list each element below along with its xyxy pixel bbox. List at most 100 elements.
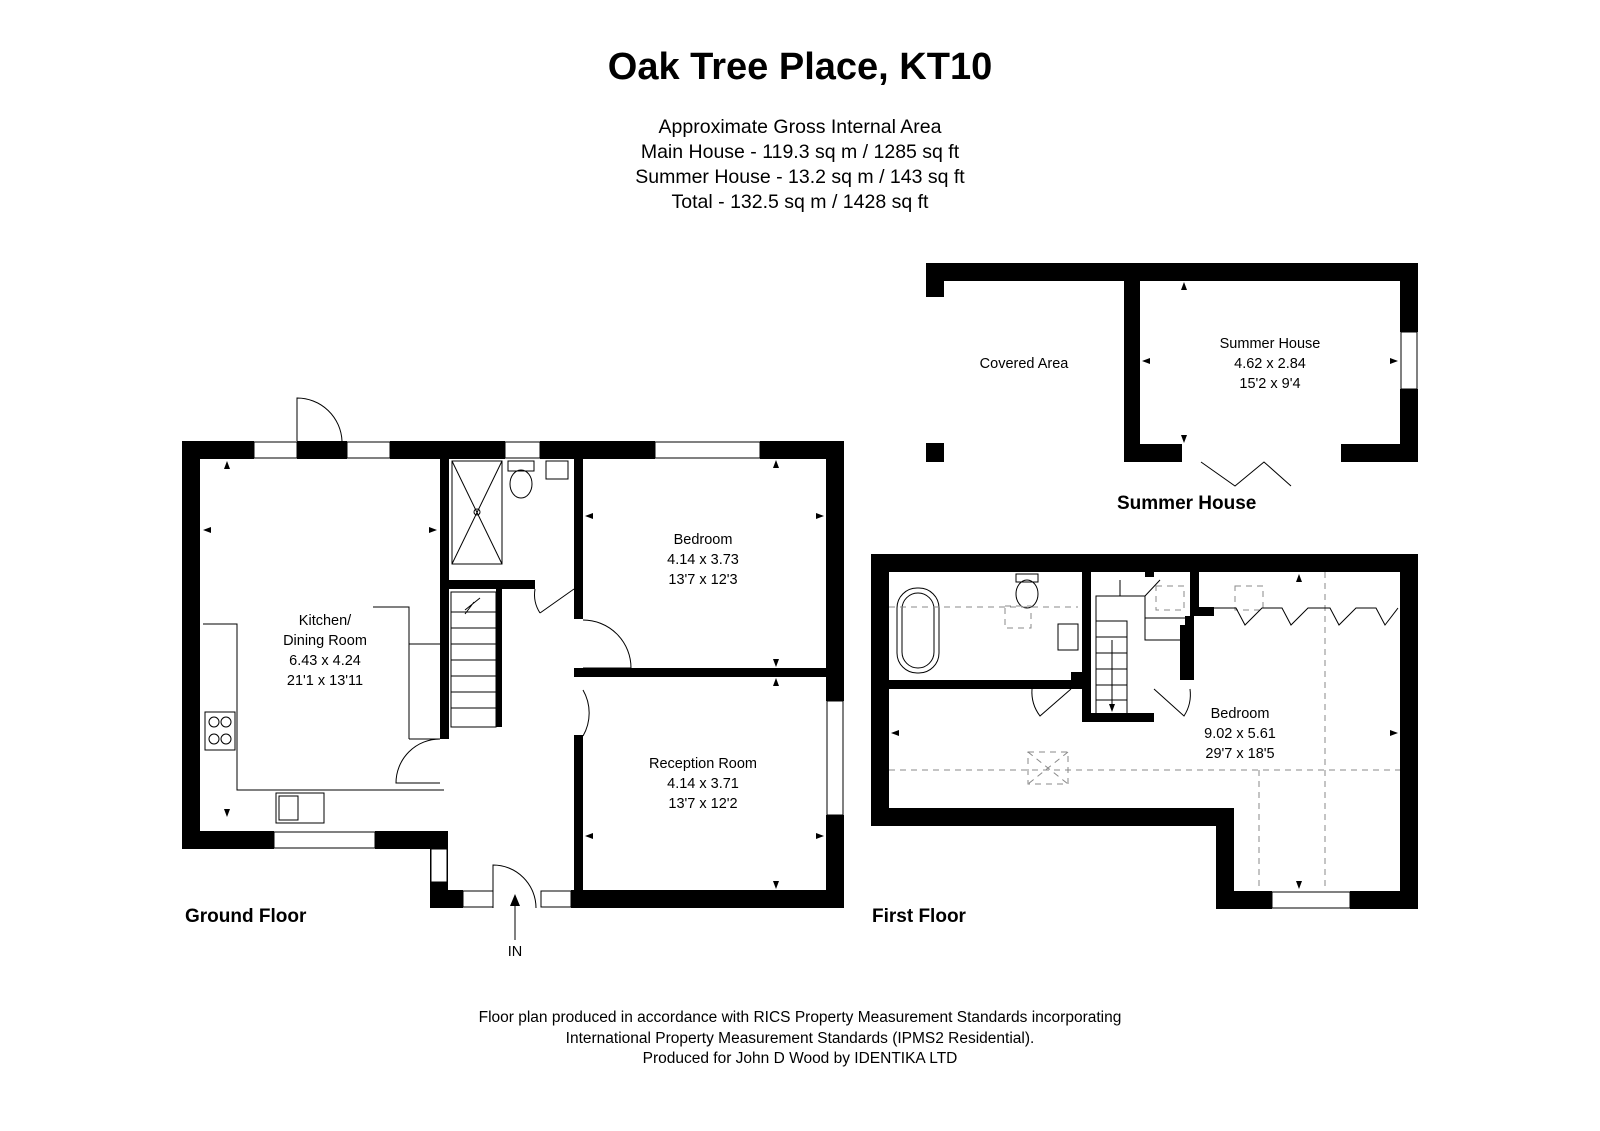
wall <box>1216 808 1234 909</box>
garden-door <box>296 397 343 442</box>
skylight <box>1155 585 1185 611</box>
wall <box>1180 625 1189 680</box>
first-stairs <box>1095 579 1186 716</box>
bedroom-ground-label: Bedroom <box>674 532 733 548</box>
wc-bowl <box>1015 579 1039 609</box>
wall <box>430 890 463 908</box>
shower-tray <box>451 460 503 565</box>
wall <box>182 441 254 459</box>
footer-notes: Floor plan produced in accordance with R… <box>0 1008 1600 1070</box>
kitchen-label-1: Kitchen/ <box>299 613 352 629</box>
wall <box>182 441 200 849</box>
bathroom-door <box>1031 688 1072 717</box>
kitchen-label-2: Dining Room <box>283 633 367 649</box>
wall <box>826 815 844 908</box>
first-floor-plan <box>871 554 1418 909</box>
landing-door <box>1153 688 1191 717</box>
dimension-markers <box>203 460 824 889</box>
wall <box>390 441 505 459</box>
reception-metric: 4.14 x 3.71 <box>667 776 739 792</box>
wall <box>1190 572 1199 616</box>
summer-house-plan <box>926 263 1418 487</box>
wall <box>574 459 583 619</box>
window <box>826 700 844 816</box>
wall <box>1341 444 1418 462</box>
wc-cistern <box>1015 573 1039 583</box>
ground-stairs <box>450 591 497 728</box>
wall <box>574 668 836 677</box>
kitchen-sink <box>275 792 325 824</box>
bedroom-door <box>582 619 632 669</box>
wall <box>1082 713 1154 722</box>
wall <box>1400 263 1418 332</box>
wall <box>496 589 502 727</box>
window <box>1400 331 1418 390</box>
wall <box>1190 607 1214 616</box>
window <box>462 890 494 908</box>
ground-floor-plan <box>182 397 844 940</box>
window <box>346 441 391 459</box>
wall <box>1216 891 1272 909</box>
bedroom-first-label: Bedroom <box>1211 706 1270 722</box>
reception-door <box>582 689 590 737</box>
footer-line-3: Produced for John D Wood by IDENTIKA LTD <box>642 1050 958 1067</box>
window <box>253 441 298 459</box>
skylight <box>1004 605 1032 629</box>
wc-cistern <box>507 460 535 472</box>
wall <box>574 735 583 895</box>
wardrobe-doors <box>1214 607 1399 626</box>
basin <box>545 460 569 480</box>
hob <box>204 711 236 751</box>
basin <box>1057 623 1079 651</box>
summer-house-metric: 4.62 x 2.84 <box>1234 356 1306 372</box>
area-heading: Approximate Gross Internal Area <box>658 116 942 138</box>
wall <box>297 441 347 459</box>
wall <box>826 441 844 701</box>
wall <box>871 554 889 826</box>
wall <box>1185 616 1194 680</box>
wall <box>871 554 1418 572</box>
bathtub <box>896 587 940 674</box>
wall <box>871 808 1228 826</box>
wall <box>760 441 844 459</box>
footer-line-1: Floor plan produced in accordance with R… <box>478 1009 1122 1026</box>
reception-label: Reception Room <box>649 756 757 772</box>
kitchen-worktop <box>203 623 444 791</box>
wall <box>440 459 449 739</box>
area-total: Total - 132.5 sq m / 1428 sq ft <box>671 191 929 213</box>
bedroom-ground-imperial: 13'7 x 12'3 <box>668 572 737 588</box>
window <box>540 890 572 908</box>
footer-line-2: International Property Measurement Stand… <box>565 1029 1035 1047</box>
area-main-house: Main House - 119.3 sq m / 1285 sq ft <box>640 141 960 163</box>
kitchen-door <box>395 738 441 784</box>
kitchen-imperial: 21'1 x 13'11 <box>287 673 363 689</box>
bedroom-first-metric: 9.02 x 5.61 <box>1204 726 1276 742</box>
window <box>504 441 541 459</box>
wall <box>926 443 944 462</box>
summer-house-room-label: Summer House <box>1220 336 1321 352</box>
page-title: Oak Tree Place, KT10 <box>607 46 993 88</box>
bedroom-first-imperial: 29'7 x 18'5 <box>1205 746 1274 762</box>
area-summary: Approximate Gross Internal Area Main Hou… <box>0 115 1600 215</box>
skylight <box>1234 585 1264 611</box>
bedroom-ground-metric: 4.14 x 3.73 <box>667 552 739 568</box>
reception-imperial: 13'7 x 12'2 <box>668 796 737 812</box>
wall <box>1124 263 1140 462</box>
dimension-markers <box>891 574 1398 889</box>
wall <box>440 580 535 589</box>
window <box>1271 891 1351 909</box>
entrance-label: IN <box>508 944 523 960</box>
kitchen-metric: 6.43 x 4.24 <box>289 653 361 669</box>
window <box>273 831 376 849</box>
wall <box>1145 572 1154 577</box>
wall <box>1124 444 1182 462</box>
covered-area-label: Covered Area <box>980 356 1070 372</box>
wall <box>1400 554 1418 909</box>
skylight <box>1027 751 1069 785</box>
wall <box>182 831 274 849</box>
window <box>654 441 761 459</box>
wall <box>889 680 1079 689</box>
summer-house-imperial: 15'2 x 9'4 <box>1239 376 1300 392</box>
front-door <box>492 864 537 909</box>
